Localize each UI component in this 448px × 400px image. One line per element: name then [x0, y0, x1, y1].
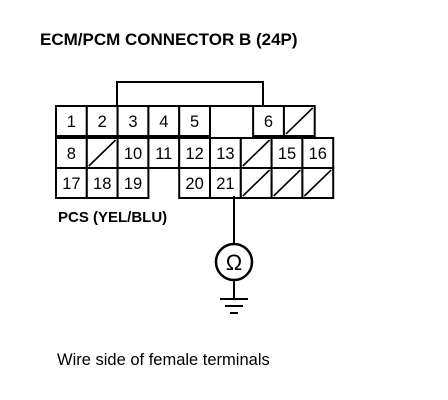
unused-cavity: [85, 137, 119, 169]
unused-cavity: [270, 167, 304, 199]
terminal-2: 2: [85, 105, 119, 137]
unused-cavity: [282, 105, 316, 137]
terminal-15: 15: [270, 137, 304, 169]
unused-cavity: [301, 167, 335, 199]
terminal-5: 5: [178, 105, 211, 137]
diagram-caption: Wire side of female terminals: [57, 351, 270, 369]
terminal-21: 21: [209, 167, 242, 199]
terminal-number: 17: [62, 175, 80, 193]
terminal-3: 3: [116, 105, 150, 137]
terminal-17: 17: [55, 167, 88, 199]
ground-icon: [220, 280, 248, 314]
ohm-icon: Ω: [226, 250, 242, 275]
terminal-8: 8: [55, 137, 88, 169]
diagram-title: ECM/PCM CONNECTOR B (24P): [40, 30, 298, 49]
ohmmeter-symbol: Ω: [214, 242, 254, 282]
terminal-number: 5: [190, 113, 199, 131]
terminal-number: 15: [278, 145, 296, 163]
terminal-6: 6: [252, 105, 285, 137]
terminal-18: 18: [85, 167, 119, 199]
connector-lock-tab: [116, 81, 264, 106]
terminal-20: 20: [178, 167, 211, 199]
terminal-number: 10: [124, 145, 142, 163]
terminal-number: 4: [159, 113, 168, 131]
wire-label: PCS (YEL/BLU): [58, 209, 167, 226]
terminal-12: 12: [178, 137, 211, 169]
terminal-number: 12: [185, 145, 203, 163]
terminal-number: 18: [93, 175, 111, 193]
terminal-number: 1: [67, 113, 76, 131]
terminal-number: 13: [216, 145, 234, 163]
unused-cavity: [239, 167, 273, 199]
terminal-number: 19: [124, 175, 142, 193]
terminal-19: 19: [116, 167, 150, 199]
terminal-number: 6: [264, 113, 273, 131]
terminal-13: 13: [209, 137, 242, 169]
terminal-4: 4: [147, 105, 181, 137]
terminal-number: 2: [98, 113, 107, 131]
terminal-number: 16: [309, 145, 327, 163]
terminal-10: 10: [116, 137, 150, 169]
terminal-number: 20: [185, 175, 203, 193]
terminal-11: 11: [147, 137, 181, 169]
terminal-number: 21: [216, 175, 234, 193]
terminal-number: 3: [128, 113, 137, 131]
terminal-number: 11: [155, 145, 172, 163]
unused-cavity: [239, 137, 273, 169]
terminal-1: 1: [55, 105, 88, 137]
terminal-16: 16: [301, 137, 335, 169]
terminal-number: 8: [67, 145, 76, 163]
